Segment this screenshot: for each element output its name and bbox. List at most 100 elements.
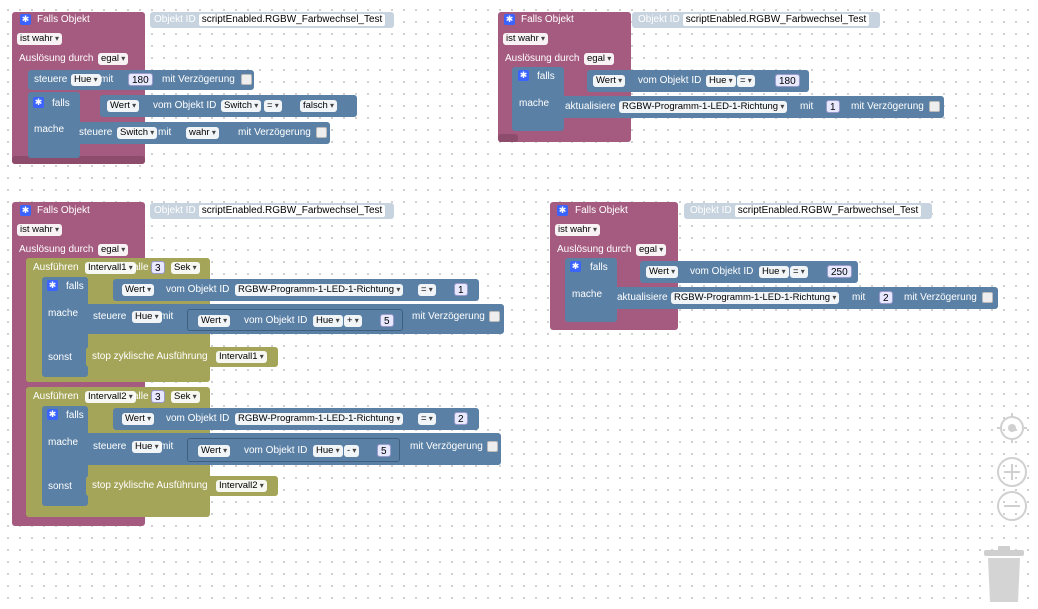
interval-name-field[interactable]: Intervall2 — [85, 391, 136, 403]
steuere-label: steuere — [79, 127, 113, 138]
operator-dropdown[interactable]: + — [344, 315, 362, 327]
delay-checkbox[interactable] — [241, 74, 252, 85]
trigger-dropdown[interactable]: egal — [584, 53, 615, 65]
boolean-dropdown[interactable]: wahr — [186, 127, 219, 139]
delay-label: mit Verzögerung — [851, 101, 924, 112]
gear-icon[interactable]: ✱ — [557, 205, 568, 216]
wert-dropdown[interactable]: Wert — [646, 266, 679, 278]
operator-dropdown[interactable]: = — [737, 75, 755, 87]
hue-dropdown[interactable]: Hue — [313, 445, 343, 457]
center-icon[interactable] — [996, 412, 1028, 444]
zoom-in-icon[interactable] — [996, 456, 1028, 488]
hue-dropdown[interactable]: Hue — [706, 75, 736, 87]
gear-icon[interactable]: ✱ — [47, 280, 58, 291]
trash-icon[interactable] — [982, 544, 1026, 604]
wert-dropdown[interactable]: Wert — [107, 100, 140, 112]
vom-objekt-label: vom Objekt ID — [690, 266, 754, 277]
mit-label: mit — [100, 74, 114, 85]
operator-dropdown[interactable]: - — [344, 445, 360, 457]
falls-label: falls — [52, 98, 70, 109]
switch-dropdown[interactable]: Switch — [117, 127, 158, 139]
object-dropdown[interactable]: RGBW-Programm-1-LED-1-Richtung — [619, 101, 788, 113]
trigger-dropdown[interactable]: egal — [98, 53, 129, 65]
trigger-dropdown[interactable]: egal — [636, 244, 667, 256]
hue-dropdown[interactable]: Hue — [71, 74, 101, 86]
ausfuehren-label: Ausführen — [33, 391, 79, 402]
object-dropdown[interactable]: RGBW-Programm-1-LED-1-Richtung — [235, 413, 404, 425]
delay-checkbox[interactable] — [929, 101, 940, 112]
aktualisiere-label: aktualisiere — [565, 101, 616, 112]
delay-checkbox[interactable] — [487, 441, 498, 452]
gear-icon[interactable]: ✱ — [570, 261, 581, 272]
value-field[interactable]: 1 — [454, 283, 468, 296]
if-block-foot — [28, 150, 80, 158]
gear-icon[interactable]: ✱ — [504, 14, 515, 25]
value-field[interactable]: 180 — [128, 73, 153, 86]
mache-label: mache — [572, 289, 603, 300]
falls-label: falls — [66, 281, 84, 292]
mache-label: mache — [34, 124, 65, 135]
operator-dropdown[interactable]: = — [418, 413, 436, 425]
delay-label: mit Verzögerung — [238, 127, 311, 138]
delay-checkbox[interactable] — [982, 292, 993, 303]
condition-dropdown[interactable]: ist wahr — [503, 33, 548, 45]
gear-icon[interactable]: ✱ — [20, 14, 31, 25]
value-field[interactable]: 5 — [377, 444, 391, 457]
mit-label: mit — [160, 441, 174, 452]
period-field[interactable]: 3 — [151, 390, 165, 403]
object-dropdown[interactable]: RGBW-Programm-1-LED-1-Richtung — [235, 284, 404, 296]
gear-icon[interactable]: ✱ — [47, 409, 58, 420]
period-field[interactable]: 3 — [151, 261, 165, 274]
falls-objekt-label: Falls Objekt — [521, 14, 574, 25]
hue-dropdown[interactable]: Hue — [132, 311, 162, 323]
vom-objekt-label: vom Objekt ID — [244, 445, 308, 456]
if-else-block[interactable] — [42, 406, 88, 506]
wert-dropdown[interactable]: Wert — [122, 413, 155, 425]
trigger-label: Auslösung durch — [505, 53, 580, 64]
operator-dropdown[interactable]: = — [790, 266, 808, 278]
condition-dropdown[interactable]: ist wahr — [555, 224, 600, 236]
gear-icon[interactable]: ✱ — [20, 205, 31, 216]
zoom-out-icon[interactable] — [996, 490, 1028, 522]
switch-dropdown[interactable]: Switch — [221, 100, 262, 112]
value-field[interactable]: 5 — [380, 314, 394, 327]
if-else-block[interactable] — [42, 277, 88, 377]
sonst-label: sonst — [48, 481, 72, 492]
operator-dropdown[interactable]: = — [264, 100, 282, 112]
condition-dropdown[interactable]: ist wahr — [17, 224, 62, 236]
boolean-dropdown[interactable]: falsch — [300, 100, 338, 112]
delay-checkbox[interactable] — [489, 311, 500, 322]
operator-dropdown[interactable]: = — [418, 284, 436, 296]
mit-label: mit — [852, 292, 866, 303]
wert-dropdown[interactable]: Wert — [198, 315, 231, 327]
delay-checkbox[interactable] — [316, 127, 327, 138]
unit-dropdown[interactable]: Sek — [171, 391, 200, 403]
condition-dropdown[interactable]: ist wahr — [17, 33, 62, 45]
unit-dropdown[interactable]: Sek — [171, 262, 200, 274]
hue-dropdown[interactable]: Hue — [132, 441, 162, 453]
hue-dropdown[interactable]: Hue — [759, 266, 789, 278]
interval-dropdown[interactable]: Intervall1 — [216, 351, 267, 363]
value-field[interactable]: 2 — [454, 412, 468, 425]
value-field[interactable]: 180 — [775, 74, 800, 87]
wert-dropdown[interactable]: Wert — [593, 75, 626, 87]
value-field[interactable]: 2 — [879, 291, 893, 304]
interval-dropdown[interactable]: Intervall2 — [216, 480, 267, 492]
interval-name-field[interactable]: Intervall1 — [85, 262, 136, 274]
object-dropdown[interactable]: RGBW-Programm-1-LED-1-Richtung — [671, 292, 840, 304]
trigger-dropdown[interactable]: egal — [98, 244, 129, 256]
gear-icon[interactable]: ✱ — [33, 97, 44, 108]
gear-icon[interactable]: ✱ — [518, 70, 529, 81]
vom-objekt-label: vom Objekt ID — [244, 315, 308, 326]
hue-dropdown[interactable]: Hue — [313, 315, 343, 327]
value-field[interactable]: 250 — [827, 265, 852, 278]
falls-label: falls — [66, 410, 84, 421]
steuere-label: steuere — [93, 441, 127, 452]
wert-dropdown[interactable]: Wert — [122, 284, 155, 296]
value-field[interactable]: 1 — [826, 100, 840, 113]
wert-dropdown[interactable]: Wert — [198, 445, 231, 457]
